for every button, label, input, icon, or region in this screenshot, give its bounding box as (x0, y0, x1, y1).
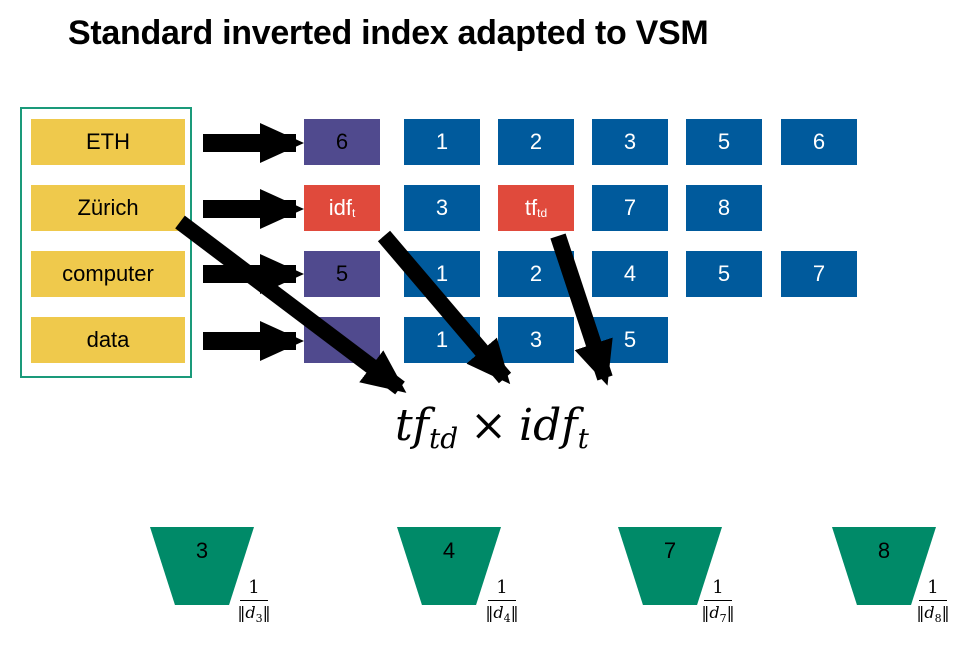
norm-numerator: 1 (488, 577, 516, 601)
norm-numerator: 1 (919, 577, 947, 601)
norm-factor: 1‖d4‖ (474, 577, 530, 625)
computer-posting: 1 (404, 251, 480, 297)
zurich-posting: 7 (592, 185, 668, 231)
accumulator-label: 8 (877, 538, 891, 563)
eth-doc-frequency: 6 (304, 119, 380, 165)
formula-tf: tf (395, 400, 429, 451)
norm-factor: 1‖d3‖ (226, 577, 282, 625)
norm-den-subscript: 3 (255, 612, 263, 626)
computer-posting: 4 (592, 251, 668, 297)
zurich-posting: 8 (686, 185, 762, 231)
slide-title: Standard inverted index adapted to VSM (68, 14, 709, 52)
term-zurich: Zürich (31, 185, 185, 231)
norm-den-end: ‖ (262, 603, 271, 622)
norm-factor: 1‖d8‖ (905, 577, 961, 625)
norm-den-text: ‖d (701, 603, 720, 622)
idf-subscript: t (351, 206, 356, 220)
accumulator-label: 3 (195, 538, 209, 563)
formula-times: × (470, 400, 508, 451)
tf-text: tf (524, 195, 538, 220)
eth-posting: 2 (498, 119, 574, 165)
norm-den-end: ‖ (941, 603, 950, 622)
formula-tf-subscript: td (428, 422, 459, 455)
norm-factor: 1‖d7‖ (690, 577, 746, 625)
norm-den-text: ‖d (237, 603, 256, 622)
weight-formula: tftd ×idft (395, 400, 589, 455)
eth-posting: 1 (404, 119, 480, 165)
accumulator-label: 7 (663, 538, 677, 563)
norm-denominator: ‖d8‖ (905, 601, 961, 625)
norm-den-end: ‖ (510, 603, 519, 622)
norm-numerator: 1 (240, 577, 268, 601)
arrow-zurich-to-formula (175, 215, 407, 395)
formula-idf: idf (519, 400, 578, 451)
eth-posting: 6 (781, 119, 857, 165)
term-data: data (31, 317, 185, 363)
norm-den-text: ‖d (916, 603, 935, 622)
computer-doc-frequency: 5 (304, 251, 380, 297)
norm-den-end: ‖ (726, 603, 735, 622)
computer-posting: 5 (686, 251, 762, 297)
computer-posting: 7 (781, 251, 857, 297)
norm-den-text: ‖d (485, 603, 504, 622)
norm-den-subscript: 4 (503, 612, 511, 626)
data-posting: 3 (498, 317, 574, 363)
norm-den-subscript: 7 (719, 612, 727, 626)
dictionary-frame (20, 107, 192, 378)
arrow-tf-to-formula (550, 233, 613, 386)
tf-subscript: td (537, 206, 548, 220)
term-eth: ETH (31, 119, 185, 165)
zurich-posting: 3 (404, 185, 480, 231)
eth-posting: 5 (686, 119, 762, 165)
arrow-idf-to-formula (377, 230, 512, 385)
norm-denominator: ‖d7‖ (690, 601, 746, 625)
eth-posting: 3 (592, 119, 668, 165)
idf-text: idf (328, 195, 352, 220)
norm-den-subscript: 8 (934, 612, 942, 626)
norm-denominator: ‖d3‖ (226, 601, 282, 625)
term-computer: computer (31, 251, 185, 297)
accumulator-label: 4 (442, 538, 456, 563)
formula-idf-subscript: t (577, 422, 589, 455)
norm-denominator: ‖d4‖ (474, 601, 530, 625)
norm-numerator: 1 (704, 577, 732, 601)
